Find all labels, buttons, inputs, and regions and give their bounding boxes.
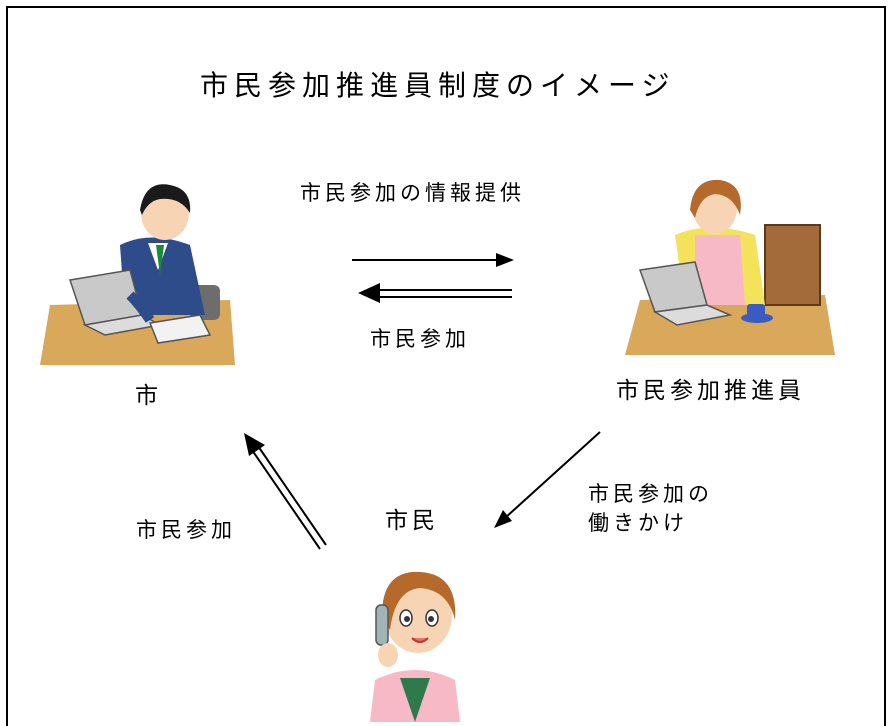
arrow-info-provision: [352, 253, 514, 267]
node-promoter-label: 市民参加推進員: [616, 378, 805, 404]
label-outreach-line2: 働きかけ: [588, 511, 688, 535]
label-outreach-line1: 市民参加の: [588, 482, 713, 506]
diagram-frame: [6, 6, 886, 726]
city-staff-illustration: [40, 184, 235, 365]
label-info-provision: 市民参加の情報提供: [300, 181, 525, 205]
node-city-label: 市: [135, 383, 162, 409]
arrow-participation-top: [358, 283, 512, 303]
arrow-participation-left: [244, 433, 327, 550]
node-citizen-label: 市民: [385, 508, 439, 534]
diagram-title: 市民参加推進員制度のイメージ: [200, 69, 676, 102]
label-participation-top: 市民参加: [370, 327, 470, 351]
citizen-illustration: [370, 571, 460, 722]
label-participation-left: 市民参加: [136, 518, 236, 542]
promoter-illustration: [625, 179, 835, 355]
arrow-outreach: [494, 431, 601, 528]
